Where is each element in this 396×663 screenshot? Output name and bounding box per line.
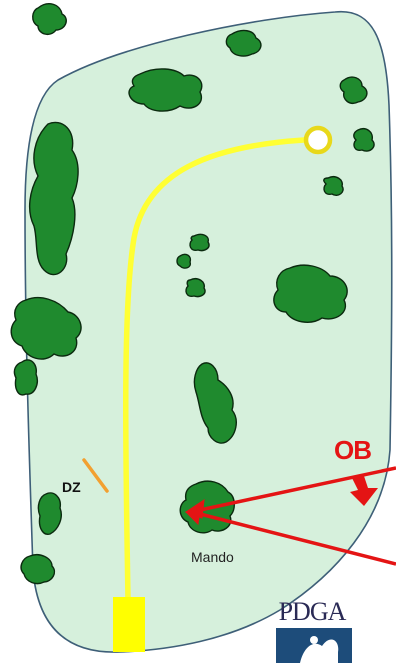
drop-zone-label: DZ <box>62 479 81 495</box>
pdga-logo: PDGA <box>272 597 352 663</box>
tree <box>20 554 56 585</box>
tree <box>193 362 237 444</box>
tree <box>28 121 79 276</box>
basket-target <box>303 125 333 155</box>
mandatory-label: Mando <box>191 549 234 565</box>
tree <box>273 264 348 323</box>
pdga-logo-text: PDGA <box>278 597 347 626</box>
ob-arrowhead-lower <box>185 507 201 526</box>
pdga-logo-mark <box>276 628 352 663</box>
ob-line-lower <box>199 512 396 566</box>
tree <box>189 233 210 252</box>
tree <box>13 359 38 396</box>
drop-zone-marker <box>82 458 109 493</box>
tree <box>176 253 192 269</box>
flight-path <box>122 137 307 603</box>
ob-line-upper <box>199 466 396 512</box>
tee-pad <box>113 597 145 652</box>
tree <box>323 176 344 196</box>
tree <box>225 29 262 57</box>
tree <box>37 492 62 535</box>
ob-direction-arrow <box>350 476 378 506</box>
tree <box>32 3 67 36</box>
tree <box>339 76 368 104</box>
tree <box>185 278 206 298</box>
out-of-bounds-label: OB <box>334 435 372 465</box>
tree <box>353 128 375 152</box>
ob-arrows <box>184 466 396 566</box>
tree <box>10 296 82 360</box>
tree <box>128 68 203 112</box>
